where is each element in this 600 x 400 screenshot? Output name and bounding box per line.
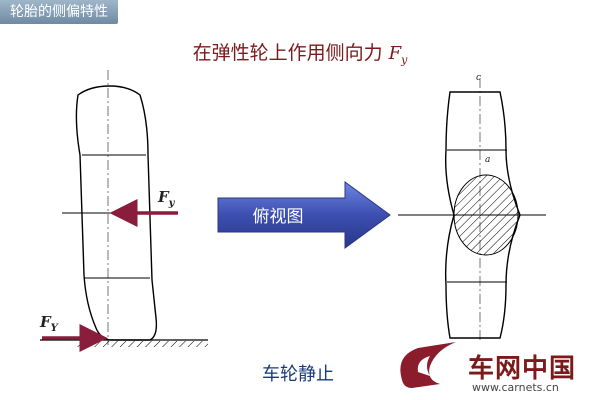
watermark-logo-icon — [400, 342, 456, 388]
top-view-arrow: 俯视图 — [217, 181, 391, 249]
top-view-label: 俯视图 — [253, 207, 304, 227]
watermark-name: 车网中国 — [468, 354, 577, 384]
ground-hatch — [76, 341, 208, 347]
top-view-outline — [445, 91, 521, 339]
axis-a-label: a — [485, 155, 490, 165]
title-force-symbol: Fy — [388, 43, 408, 67]
slide-section-tag: 轮胎的侧偏特性 — [0, 0, 118, 24]
slide-title: 在弹性轮上作用侧向力 Fy — [0, 38, 600, 67]
state-caption: 车轮静止 — [262, 364, 334, 385]
front-view-tire: Fy FY — [39, 70, 208, 352]
axis-c-label: c — [476, 73, 481, 83]
lateral-force-label: Fy — [157, 188, 176, 209]
top-view-tire: c a — [398, 73, 546, 342]
ground-force-label: FY — [39, 313, 59, 334]
watermark-url: www.carnets.cn — [472, 381, 559, 394]
title-text: 在弹性轮上作用侧向力 — [192, 42, 383, 64]
